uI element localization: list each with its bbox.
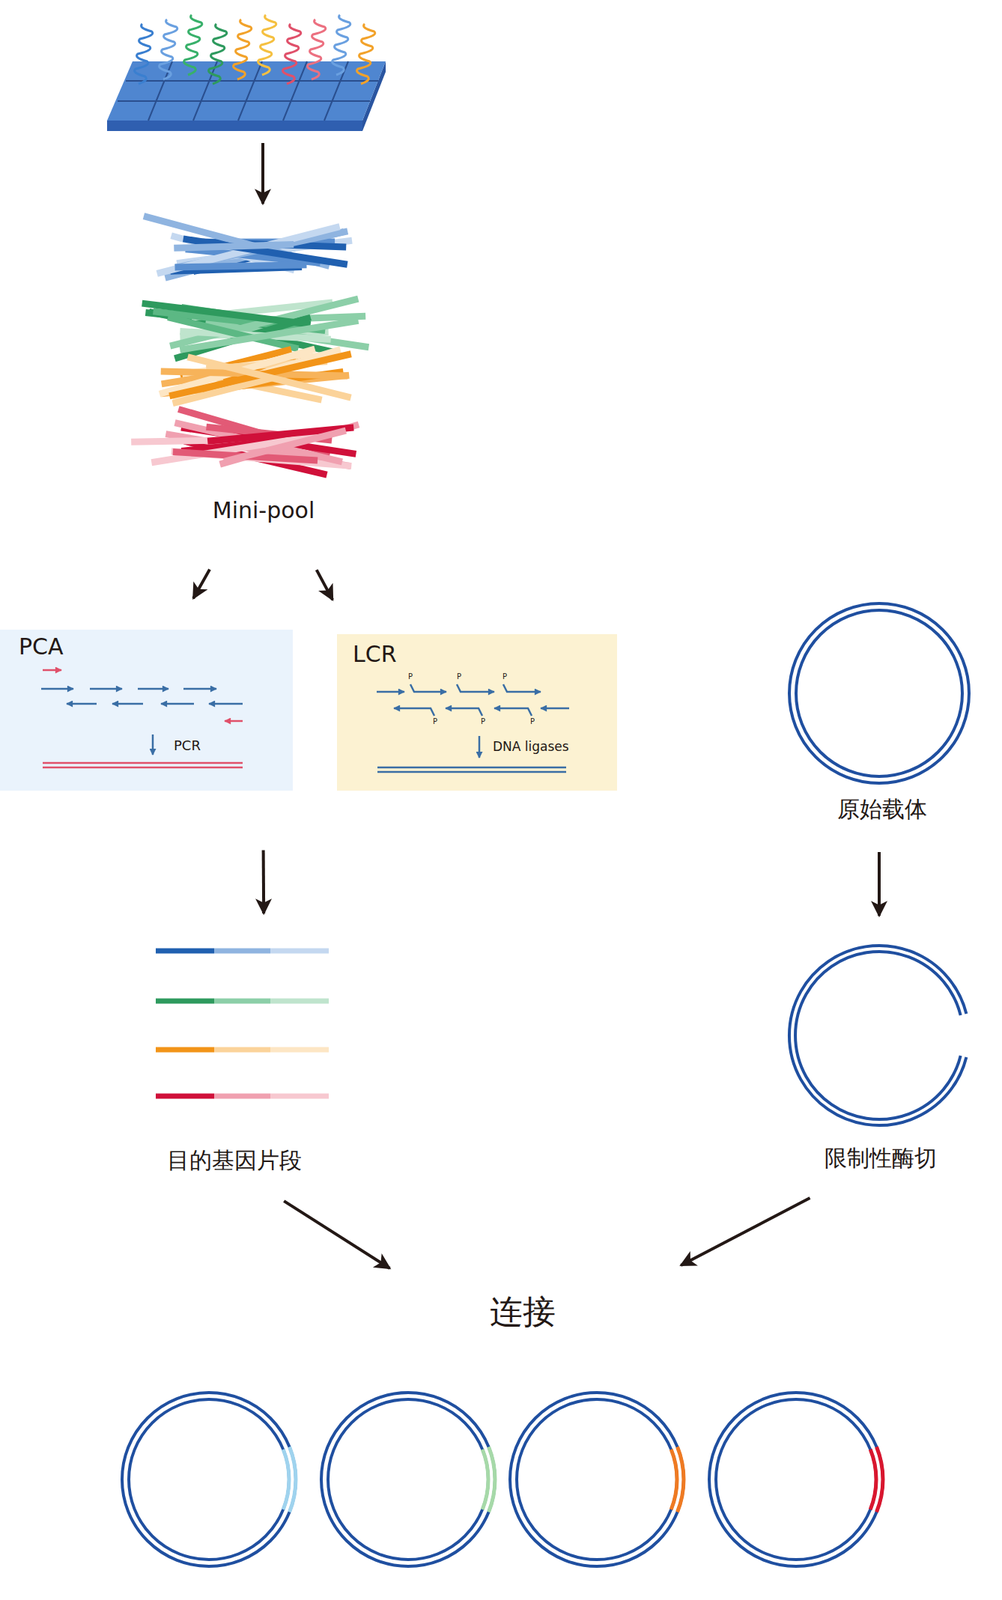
oligo-strand — [159, 19, 178, 80]
flow-arrow — [262, 850, 266, 914]
gene-bar — [270, 999, 329, 1005]
pool-label-node: Mini-pool — [149, 217, 382, 532]
gene-bar — [155, 1094, 215, 1100]
lcr-box: LCR P P P P P P DNA ligases — [336, 634, 618, 791]
gene-node: 目的基因片段 — [142, 939, 352, 1184]
oligo-strand — [357, 23, 376, 84]
lcr-panel — [336, 634, 618, 791]
oligo-strand — [208, 23, 227, 84]
node-label: 原始载体 — [837, 796, 928, 824]
plasmid-ring — [715, 1399, 877, 1560]
flow-arrow — [680, 1198, 810, 1266]
plasmid-ring — [321, 1392, 496, 1567]
vector-node: 原始载体 — [778, 595, 980, 828]
oligo-strand — [134, 23, 153, 84]
node-label: LCR — [352, 641, 397, 668]
ligation-node: 连接 — [479, 1289, 567, 1338]
vector-plasmid — [789, 603, 970, 1126]
gene-bar — [155, 948, 215, 955]
oligo-stick — [142, 303, 311, 325]
node-label: P — [432, 717, 438, 727]
gene-bar — [214, 999, 271, 1005]
gene-fragments — [155, 951, 329, 1097]
oligo-stick — [187, 357, 352, 398]
oligo-strand — [307, 19, 326, 80]
plasmid-ring — [516, 1399, 677, 1560]
digest-node: 限制性酶切 — [778, 939, 980, 1176]
plasmid-ring — [128, 1399, 290, 1560]
insert-arc — [482, 1449, 489, 1510]
oligo-stick — [173, 244, 294, 249]
oligo-strand — [233, 19, 252, 80]
node-label: PCA — [18, 634, 64, 661]
flow-arrow — [283, 1201, 390, 1269]
node-label: Mini-pool — [212, 498, 315, 525]
plasmid-ring — [709, 1392, 883, 1567]
recombinant-plasmids — [122, 1392, 883, 1567]
oligo-arrows — [41, 684, 570, 773]
node-label: DNA ligases — [492, 739, 570, 755]
gene-bar — [214, 1047, 271, 1053]
insert-arc — [870, 1449, 877, 1510]
node-label: 限制性酶切 — [824, 1145, 937, 1172]
oligo-stick — [223, 430, 346, 462]
node-label: P — [502, 672, 507, 682]
oligo-strand — [283, 23, 302, 84]
oligo-strand — [258, 14, 277, 75]
plasmid-ring — [122, 1392, 296, 1567]
node-label: PCR — [173, 738, 201, 755]
plasmid-ring — [328, 1399, 489, 1560]
gene-bar — [214, 948, 271, 955]
primer-arrows — [42, 670, 243, 768]
gene-bar — [155, 1047, 215, 1053]
oligo-stick — [179, 320, 358, 350]
oligo-strand — [332, 14, 351, 75]
gene-bar — [270, 1047, 329, 1053]
pca-panel — [0, 629, 293, 791]
oligo-strand — [184, 14, 203, 75]
gene-bar — [155, 999, 215, 1005]
dna-chip — [107, 14, 386, 132]
node-label: P — [530, 717, 535, 727]
flow-arrow — [261, 143, 265, 204]
node-label: P — [408, 672, 413, 682]
node-label: 连接 — [489, 1293, 556, 1332]
flow-arrow — [877, 852, 881, 916]
plasmid-ring — [509, 1392, 684, 1567]
node-label: 目的基因片段 — [167, 1148, 302, 1175]
gene-bar — [270, 948, 329, 955]
insert-arc — [283, 1449, 290, 1510]
node-label: P — [480, 717, 486, 727]
flow-arrow — [316, 569, 333, 600]
oligo-pool — [131, 216, 369, 476]
insert-arc — [670, 1449, 677, 1510]
flow-arrow — [193, 569, 210, 600]
gene-bar — [270, 1094, 329, 1100]
gene-bar — [214, 1094, 271, 1100]
node-label: P — [456, 672, 462, 682]
oligo-stick — [175, 265, 308, 268]
pca-box: PCA PCR — [0, 629, 293, 791]
